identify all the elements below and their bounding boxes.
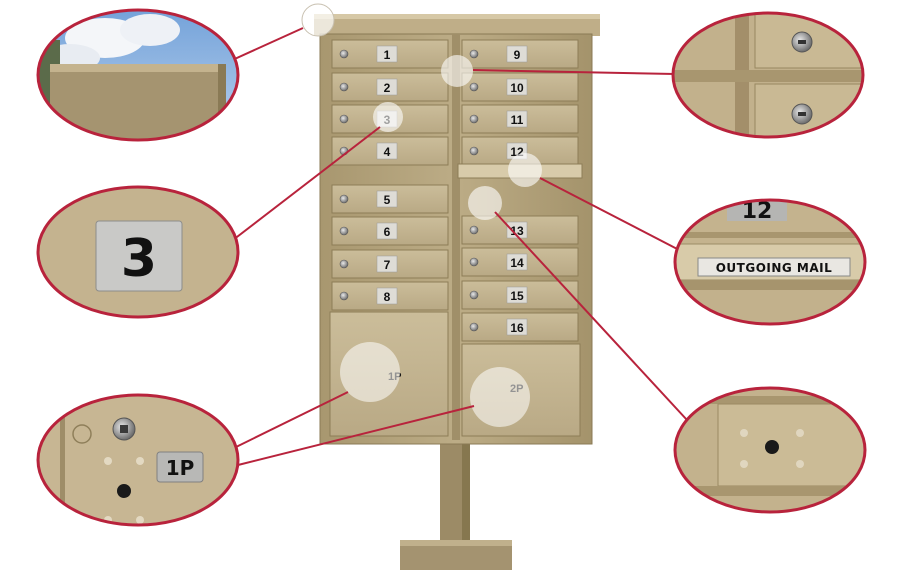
zoom-tactile-hole — [765, 440, 779, 454]
compartment-door: 5 — [331, 184, 449, 214]
zoom-keyhole — [117, 484, 131, 498]
door-number-label: 9 — [514, 48, 521, 62]
marker-hole — [468, 186, 502, 220]
compartment-door: 9 — [461, 39, 579, 69]
compartment-door: 6 — [331, 216, 449, 246]
marker-outgoing — [508, 153, 542, 187]
door-number-label: 16 — [510, 321, 524, 335]
marker-lock — [441, 55, 473, 87]
compartment-door: 8 — [331, 281, 449, 311]
door-number-label: 10 — [510, 81, 524, 95]
marker-parcel-right — [470, 367, 530, 427]
door-number-label: 11 — [511, 113, 524, 127]
door-lock-icon — [339, 194, 349, 204]
zoom-outgoing-label: OUTGOING MAIL — [716, 261, 833, 275]
compartment-door: 4 — [331, 136, 449, 166]
compartment-door: 7 — [331, 249, 449, 279]
door-lock-icon — [469, 225, 479, 235]
door-lock-icon — [469, 114, 479, 124]
zoom-number-label: 3 — [121, 229, 157, 289]
callout-door-locks — [671, 11, 865, 139]
compartment-door: 15 — [461, 280, 579, 310]
door-number-label: 5 — [384, 193, 391, 207]
callout-tactile-dots — [673, 386, 867, 514]
door-number-label: 4 — [384, 145, 391, 159]
door-lock-icon — [339, 82, 349, 92]
door-number-label: 14 — [510, 256, 524, 270]
door-number-label: 13 — [510, 224, 524, 238]
compartment-door: 1 — [331, 39, 449, 69]
door-number-label: 1 — [384, 48, 391, 62]
door-lock-icon — [339, 49, 349, 59]
roof-cap — [314, 14, 600, 36]
door-lock-icon — [339, 291, 349, 301]
door-lock-icon — [469, 290, 479, 300]
compartment-door: 10 — [461, 72, 579, 102]
compartment-door: 11 — [461, 104, 579, 134]
marker-number — [373, 102, 403, 132]
door-lock-icon — [469, 322, 479, 332]
door-lock-icon — [339, 114, 349, 124]
door-number-label: 8 — [384, 290, 391, 304]
door-lock-icon — [469, 49, 479, 59]
zoom-outgoing-number: 12 — [742, 199, 773, 224]
door-lock-icon — [339, 259, 349, 269]
left-compartment-doors: 12345678 — [331, 39, 449, 311]
zoom-parcel-label: 1P — [166, 456, 195, 480]
compartment-door: 16 — [461, 312, 579, 342]
callout-roof-detail — [36, 8, 240, 142]
door-lock-icon — [339, 226, 349, 236]
door-number-label: 6 — [384, 225, 391, 239]
door-number-label: 15 — [510, 289, 524, 303]
marker-roof — [301, 3, 335, 37]
marker-parcel-left — [340, 342, 400, 402]
compartment-door: 14 — [461, 247, 579, 277]
door-lock-icon — [469, 146, 479, 156]
callout-outgoing-mail: 12 OUTGOING MAIL — [673, 198, 867, 326]
compartment-door: 2 — [331, 72, 449, 102]
callout-parcel-locker: 1P — [36, 393, 240, 527]
door-lock-icon — [469, 82, 479, 92]
door-lock-icon — [469, 257, 479, 267]
callout-door-number: 3 — [36, 185, 240, 319]
callout-connectors — [227, 27, 688, 466]
door-number-label: 2 — [384, 81, 391, 95]
door-number-label: 7 — [384, 258, 391, 272]
